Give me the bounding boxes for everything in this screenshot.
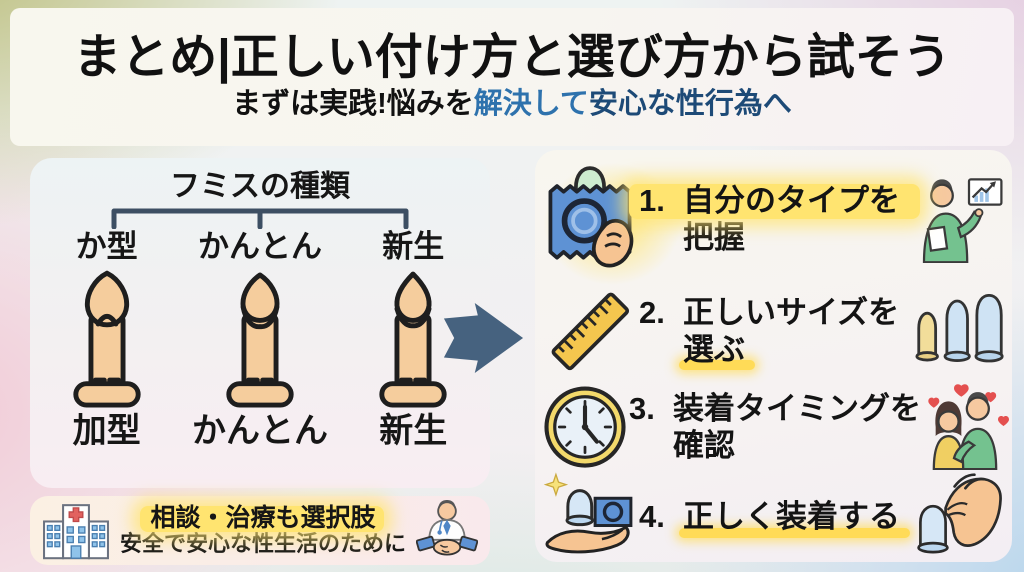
ruler-icon (551, 292, 630, 371)
step4-text: 正しく装着する (679, 499, 910, 538)
hospital-icon (43, 503, 109, 559)
step2-text: 正しいサイズを (683, 294, 900, 330)
step1-icon-cell (517, 139, 707, 309)
step1-line1: 1. 自分のタイプを (629, 182, 920, 220)
clock-icon (544, 386, 626, 468)
step2-number: 2. (639, 294, 665, 330)
anatomy-figure-2 (226, 272, 294, 408)
type-label-3: 新生 (382, 229, 445, 264)
step4-icon-cell (541, 471, 639, 563)
doctor-handshake-icon (416, 499, 478, 556)
consultation-note-panel: 相談・治療も選択肢 安全で安心な性生活のために (30, 496, 490, 565)
type-bottom-labels: 加型 かんとん 新生 (30, 411, 490, 450)
step-row-2: 2. 正しいサイズを 選ぶ (541, 284, 1008, 378)
consultation-note-line2: 安全で安心な性生活のために (119, 531, 406, 557)
step3-line1: 3. 装着タイミングを (629, 390, 921, 427)
couple-hearts-illustration (928, 384, 1009, 470)
step4-number: 4. (639, 499, 665, 535)
steps-panel: 1. 自分のタイプを 把握 (517, 139, 1012, 562)
bracket-connector (111, 208, 409, 229)
step4-line1: 4. 正しく装着する (639, 498, 912, 538)
page-subtitle: まずは実践!悩みを解決して安心な性行為へ (232, 88, 792, 121)
step-row-3: 3. 装着タイミングを 確認 (541, 378, 1009, 476)
type-label-2: かんとん (197, 229, 322, 264)
step3-number: 3. (629, 390, 655, 426)
step1-number: 1. (639, 182, 665, 218)
right-arrow-icon (443, 303, 524, 373)
header-banner: まとめ|正しい付け方と選び方から試そう まずは実践!悩みを解決して安心な性行為へ (10, 8, 1014, 146)
step3-icon-cell (541, 383, 629, 471)
type-bottom-label-1: 加型 (72, 411, 141, 450)
step4-illustration-cell (912, 472, 1008, 562)
step1-line2: 把握 (683, 220, 745, 255)
type-top-labels: か型 かんとん 新生 (30, 229, 490, 265)
condom-package-icon (548, 166, 634, 268)
subtitle-part-blue: 解決して (473, 88, 589, 121)
subtitle-part-black: まずは実践!悩みを (232, 88, 474, 121)
step-row-1: 1. 自分のタイプを 把握 (517, 139, 1008, 309)
step1-text: 自分のタイプを (683, 182, 900, 218)
step2-line2: 選ぶ (679, 332, 755, 371)
step3-illustration-cell (921, 384, 1009, 470)
step2-icon-cell (541, 285, 639, 377)
type-figures (30, 269, 490, 411)
person-pointing-chart-illustration (922, 178, 1003, 263)
step3-line2: 確認 (673, 428, 735, 463)
step1-illustration-cell (912, 175, 1008, 263)
types-panel-title: フミスの種類 (170, 170, 350, 203)
step2-illustration-cell (912, 294, 1008, 368)
type-bottom-label-2: かんとん (191, 411, 328, 450)
step3-text: 装着タイミングを (673, 390, 921, 426)
hand-pinching-condom-illustration (917, 473, 1002, 554)
hand-offering-condom-icon (543, 472, 633, 554)
consultation-note-line1: 相談・治療も選択肢 (140, 504, 384, 533)
subtitle-part-navy: 安心な性行為へ (588, 88, 792, 121)
step-row-4: 4. 正しく装着する (541, 472, 1008, 558)
type-bottom-label-3: 新生 (379, 411, 448, 450)
types-panel: フミスの種類 か型 かんとん 新生 (30, 158, 490, 488)
type-label-1: か型 (75, 229, 138, 264)
condom-sizes-illustration (915, 294, 1004, 363)
anatomy-figure-1 (73, 270, 141, 408)
consultation-note-text: 相談・治療も選択肢 安全で安心な性生活のために (110, 504, 416, 557)
anatomy-figure-3 (379, 271, 447, 408)
step2-line1: 2. 正しいサイズを (639, 294, 912, 331)
page-title: まとめ|正しい付け方と選び方から試そう (73, 30, 951, 84)
